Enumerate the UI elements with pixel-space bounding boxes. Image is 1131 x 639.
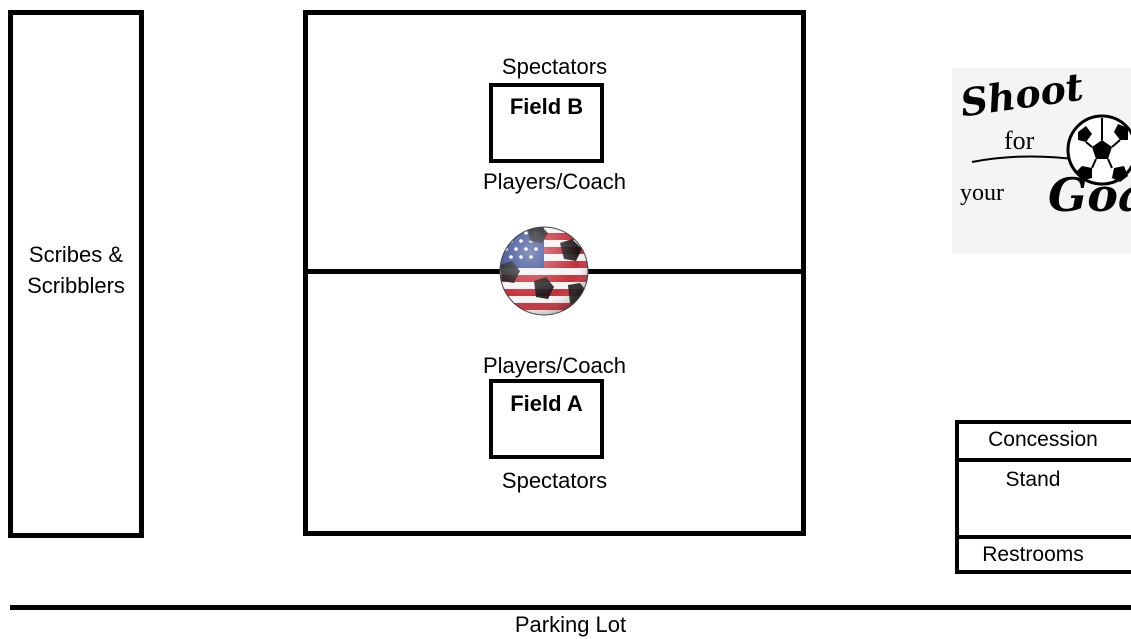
concession-building — [955, 420, 1131, 574]
scribes-area — [8, 10, 144, 538]
spectators-label-top: Spectators — [501, 54, 608, 79]
field-a-box — [489, 379, 604, 459]
scribes-label-line1: Scribes & — [28, 242, 124, 267]
scribes-label: Scribes & Scribblers — [8, 239, 144, 301]
field-b-label: Field B — [509, 94, 584, 119]
logo-soccer-ball-icon — [1066, 114, 1131, 186]
parking-lot-boundary — [10, 605, 1131, 610]
concession-label: Concession — [988, 428, 1098, 451]
soccer-ball-flag-icon — [499, 226, 589, 316]
logo-word-your: your — [960, 180, 1004, 206]
field-a-label: Field A — [510, 391, 583, 416]
parking-lot-label: Parking Lot — [514, 612, 627, 637]
players-coach-label-top: Players/Coach — [482, 169, 627, 194]
stand-label: Stand — [1005, 468, 1061, 491]
logo-graphics — [971, 114, 1131, 186]
restrooms-label: Restrooms — [982, 543, 1084, 566]
concession-divider-bottom — [955, 535, 1131, 539]
players-coach-label-bottom: Players/Coach — [482, 353, 627, 378]
scribes-label-line2: Scribblers — [27, 273, 125, 298]
concession-divider-top — [955, 458, 1131, 462]
spectators-label-bottom: Spectators — [501, 468, 608, 493]
logo-word-goal: Goal — [1048, 168, 1131, 222]
shoot-for-your-goal-logo: Shoot for your Goal — [952, 68, 1131, 254]
logo-word-for: for — [1004, 126, 1035, 155]
field-b-box — [489, 83, 604, 163]
